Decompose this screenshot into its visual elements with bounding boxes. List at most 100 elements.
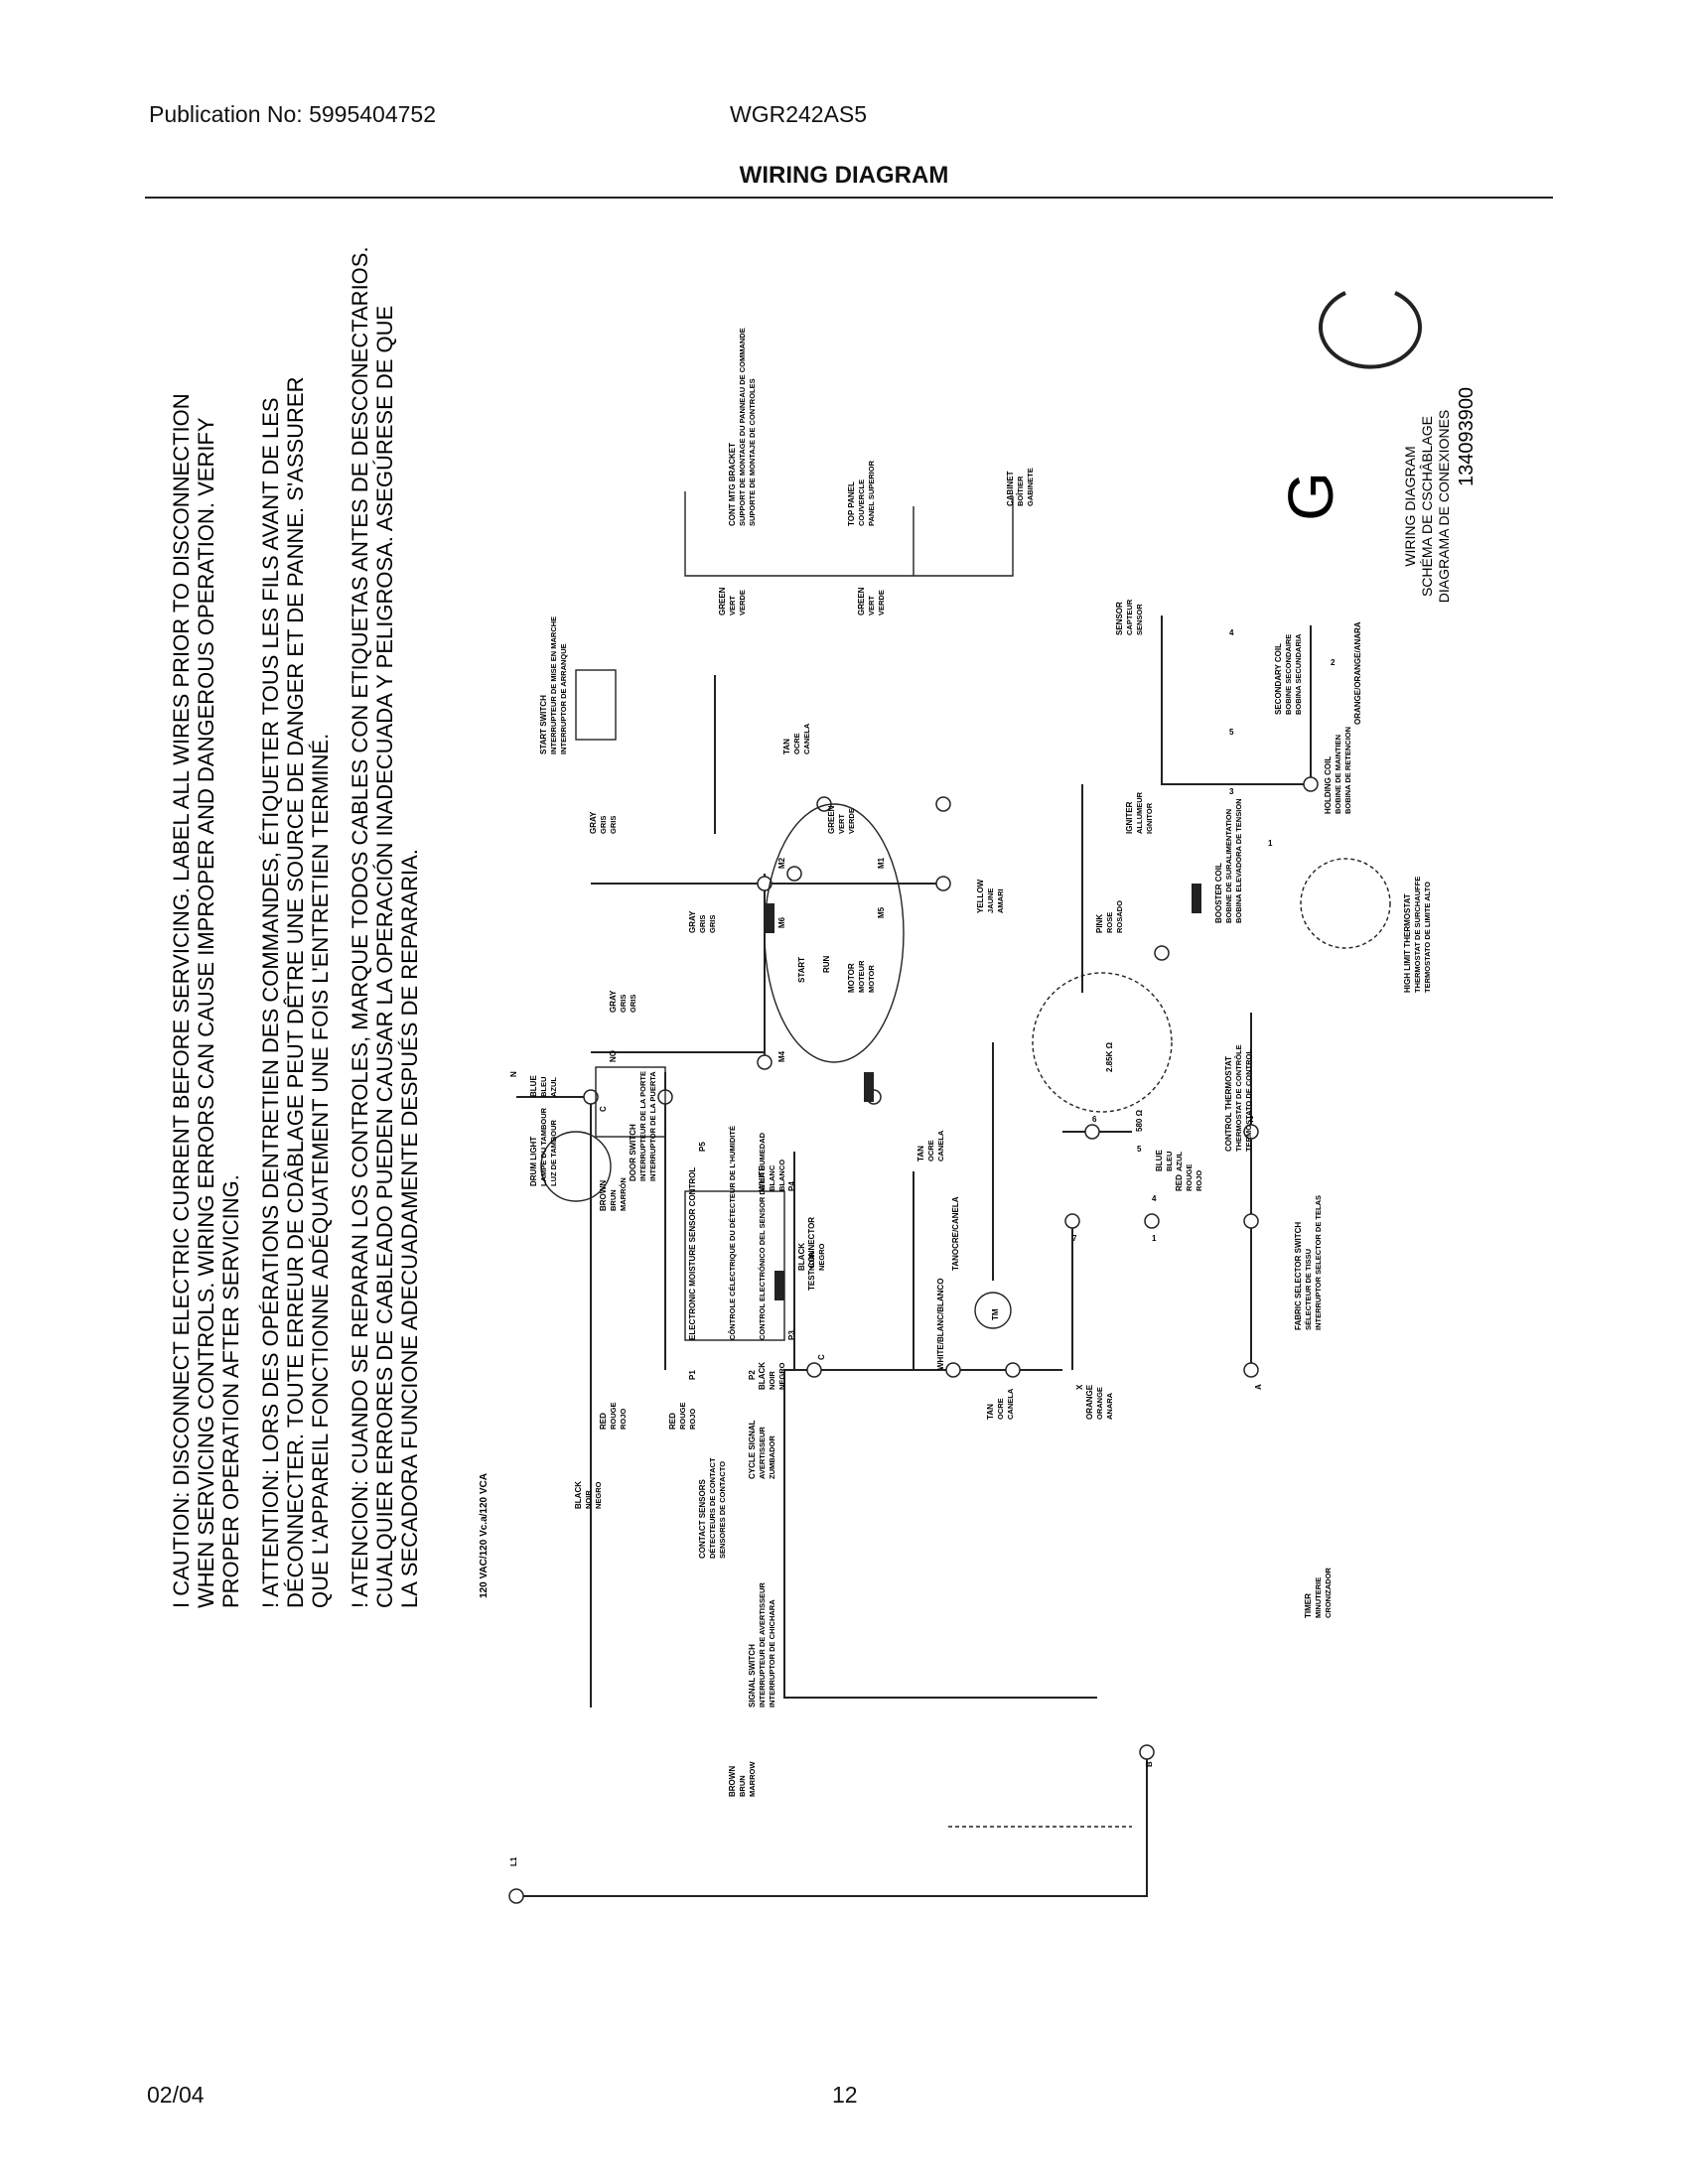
holding-coil-label-fr: BOBINE DE MAINTIEN — [1334, 735, 1342, 814]
door-c-label: C — [599, 1106, 608, 1112]
timer-label-fr: MINUTERIE — [1314, 1577, 1323, 1618]
terminal-2-label: 2 — [1331, 658, 1336, 667]
booster-coil-label-es: BOBINA ELEVADORA DE TENSION — [1234, 798, 1243, 923]
red-label-2-fr: ROUGE — [678, 1402, 687, 1430]
white-label-fr: BLANC — [768, 1164, 776, 1191]
contact-sensors-label-fr: DÉTECTEURS DE CONTACT — [708, 1457, 717, 1559]
green-label-2: GREEN — [718, 587, 727, 615]
gray-label-3-fr: GRIS — [619, 995, 628, 1013]
high-limit-label-fr: THERMOSTAT DE SURCHAUFFE — [1413, 877, 1422, 993]
fabric-terminal-5-label: 5 — [1137, 1145, 1142, 1154]
sensor-label: SENSOR — [1115, 602, 1124, 635]
orange-label-fr: ORANGE — [1095, 1387, 1104, 1420]
fabric-selector-label-fr: SÉLECTEUR DE TISSU — [1304, 1249, 1313, 1330]
timer-c-label: C — [817, 1354, 826, 1360]
start-switch-label-es: INTERRUPTOR DE ARRANQUE — [559, 643, 568, 754]
p5-label: P5 — [698, 1142, 707, 1152]
drum-light: DRUM LIGHT LAMPE DU TAMBOUR LUZ DE TAMBO… — [529, 1107, 612, 1202]
model-number: WGR242AS5 — [730, 101, 868, 127]
cycle-signal-label-es: ZUMBADOR — [768, 1435, 776, 1479]
fabric-terminal-2-label: 2 — [1249, 1115, 1254, 1124]
secondary-coil-label-es: BOBINA SECUNDARIA — [1294, 633, 1303, 715]
fabric-terminal-1-label: 1 — [1152, 1234, 1157, 1243]
moisture-control: ELECTRONIC MOISTURE SENSOR CONTROL CÔNTR… — [684, 1126, 816, 1380]
contact-sensors-label: CONTACT SENSORS — [698, 1478, 707, 1559]
door-switch-label-es: INTERRUPTOR DE LA PUERTA — [648, 1071, 657, 1181]
gray-label-1-es: GRIS — [609, 816, 618, 834]
blue-label-1-es: AZUL — [549, 1077, 558, 1097]
brown-label: BROWN — [599, 1180, 608, 1211]
red-label-1-fr: ROUGE — [609, 1402, 618, 1430]
tan-canela-label: TANOCRE/CANELA — [951, 1196, 960, 1271]
tan-label-1: TAN — [782, 739, 791, 754]
pink-label-es: ROSADO — [1115, 900, 1124, 933]
caution-es-line-2: CUALQUIER ERRORES DE CABLEADO PUEDEN CAU… — [372, 306, 397, 1608]
white-blanc-label: WHITE/BLANC/BLANCO — [936, 1279, 945, 1370]
high-limit-label: HIGH LIMIT THERMOSTAT — [1403, 893, 1412, 993]
door-no-label: NO — [609, 1050, 618, 1062]
p4-label: P4 — [787, 1181, 796, 1191]
holding-coil-label: HOLDING COIL — [1324, 756, 1333, 814]
sensor-label-es: SENSOR — [1135, 604, 1144, 635]
timer-label: TIMER — [1304, 1593, 1313, 1618]
drum-light-label: DRUM LIGHT — [529, 1137, 538, 1186]
control-thermostat-label: CONTROL THERMOSTAT — [1224, 1056, 1233, 1152]
timer-label-es: CRONIZADOR — [1324, 1568, 1333, 1618]
green-label-2-es: VERDE — [738, 590, 747, 615]
fabric-selector: FABRIC SELECTOR SWITCH SÉLECTEUR DE TISS… — [1135, 1109, 1323, 1330]
black-label-2-es: NEGRO — [817, 1243, 826, 1271]
signal-switch-label: SIGNAL SWITCH — [748, 1644, 757, 1707]
green-label-1-fr: VERT — [837, 814, 846, 834]
blue-label-1: BLUE — [529, 1075, 538, 1097]
start-switch: START SWITCH INTERRUPTEUR DE MISE EN MAR… — [539, 616, 617, 754]
tan-label-3: TAN — [986, 1404, 995, 1420]
control-thermostat: CONTROL THERMOSTAT THERMOSTAT DE CONTRÔL… — [1032, 972, 1253, 1152]
igniter-label-fr: ALLUMEUR — [1135, 791, 1144, 834]
wire-color-labels: L1 N BLACK NOIR NEGRO BROWN BRUN MARRÓN … — [509, 587, 1362, 1866]
cont-mtg-label-fr: SUPPORT DE MONTAGE DU PANNEAU DE COMMAND… — [738, 328, 747, 526]
red-label-3-fr: ROUGE — [1185, 1163, 1194, 1191]
caution-fr-line-1: ! ATTENTION: LORS DES OPÉRATIONS DENTRET… — [258, 397, 283, 1608]
top-panel-label-es: PANEL SUPERIOR — [867, 460, 876, 526]
page-title: WIRING DIAGRAM — [739, 162, 949, 189]
caution-en-line-3: PROPER OPERATION AFTER SERVICING. — [218, 1174, 243, 1608]
fabric-terminal-6-label: 6 — [1092, 1115, 1097, 1124]
emsc-label: ELECTRONIC MOISTURE SENSOR CONTROL — [688, 1167, 697, 1340]
cabinet-label-fr: BOÎTIER — [1016, 476, 1025, 506]
igniter-label: IGNITER — [1125, 801, 1134, 834]
gray-label-2-fr: GRIS — [698, 915, 707, 933]
timer-b-label: B — [1145, 1761, 1154, 1767]
tan-label-3-fr: OCRE — [996, 1398, 1005, 1420]
terminal-4-label: 4 — [1229, 628, 1234, 637]
signal-switch-label-fr: INTERRUPTEUR DE AVERTISSEUR — [758, 1582, 767, 1707]
motor-start-label: START — [797, 957, 806, 983]
tan-label-2: TAN — [916, 1146, 925, 1161]
black-label-2-fr: NOIR — [807, 1252, 816, 1271]
tan-label-2-es: CANELA — [936, 1130, 945, 1161]
footer-date: 02/04 — [147, 2082, 205, 2108]
resistor-580-label: 580 Ω — [1135, 1109, 1144, 1132]
terminal-3-label: 3 — [1229, 787, 1234, 796]
motor-label-fr: MOTEUR — [857, 960, 866, 993]
connector-block-test — [774, 1271, 784, 1300]
fabric-selector-label-es: INTERRUPTOR SELECTOR DE TELAS — [1314, 1195, 1323, 1330]
blue-label-2: BLUE — [1155, 1150, 1164, 1171]
corner-title-fr: SCHÉMA DE CSCHÂBLAGE — [1419, 416, 1435, 597]
brown-bottom-label: BROWN — [728, 1766, 737, 1797]
motor-m6-label: M6 — [777, 916, 786, 928]
signal-switch-label-es: INTERRUPTOR DE CHICHARA — [768, 1599, 776, 1707]
orange-label: ORANGE — [1085, 1384, 1094, 1420]
green-label-3-es: VERDE — [877, 590, 886, 615]
drum-light-label-fr: LAMPE DU TAMBOUR — [539, 1107, 548, 1186]
corner-g-mark — [1319, 291, 1422, 369]
motor-m1-label: M1 — [877, 857, 886, 869]
sensor-label-fr: CAPTEUR — [1125, 599, 1134, 635]
n-label: N — [509, 1071, 518, 1077]
brown-label-es: MARRÓN — [619, 1177, 628, 1211]
contact-sensors-label-es: SENSORES DE CONTACTO — [718, 1461, 727, 1559]
secondary-coil-label-fr: BOBINE SECONDAIRE — [1284, 634, 1293, 715]
cabinet-label: CABINET — [1006, 471, 1015, 506]
cont-mtg-label: CONT MTG BRACKET — [728, 443, 737, 526]
red-label-3-es: ROJO — [1195, 1170, 1203, 1191]
drum-light-label-es: LUZ DE TAMBOUR — [549, 1119, 558, 1186]
